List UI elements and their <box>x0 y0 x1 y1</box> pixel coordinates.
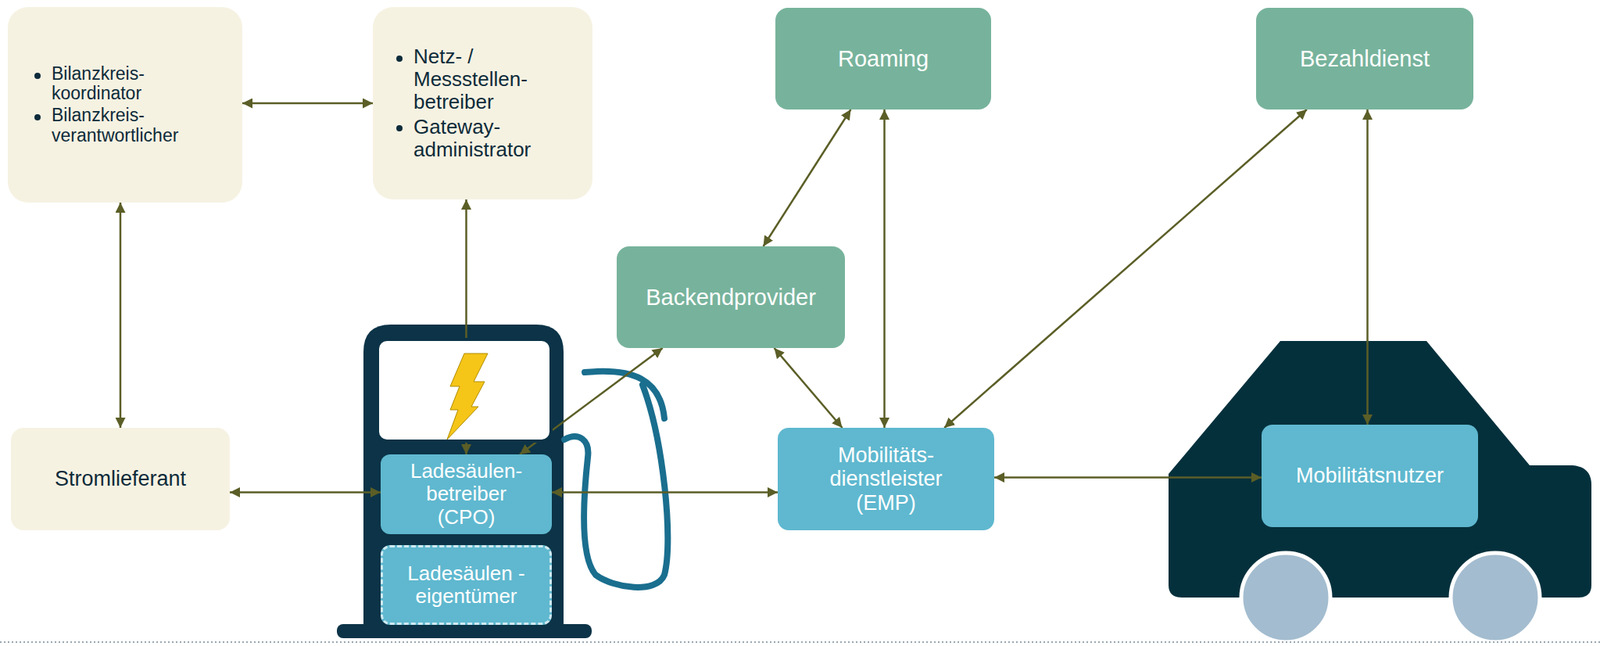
bullet-text: Bilanzkreis- koordinator <box>32 64 232 105</box>
lightning-bolt <box>447 353 488 440</box>
text-group: Netz- / Messstellen- betreiberGateway- a… <box>394 45 582 162</box>
car-body <box>1168 340 1592 598</box>
station-base <box>336 623 592 638</box>
node-label: Stromlieferant <box>54 466 187 491</box>
text-group: Mobilitätsnutzer <box>1295 463 1444 487</box>
service-box: Bezahldienst <box>1256 7 1474 110</box>
role-box: Stromlieferant <box>10 427 230 530</box>
role-box: Bilanzkreis- koordinatorBilanzkreis- ver… <box>7 7 243 203</box>
connector-arrow <box>229 490 381 494</box>
actor-box: Mobilitäts- dienstleister (EMP) <box>777 427 995 530</box>
role-box: Netz- / Messstellen- betreiberGateway- a… <box>372 7 593 200</box>
node-label: Mobilitätsnutzer <box>1295 463 1444 487</box>
connector-arrow <box>551 490 778 494</box>
text-group: Roaming <box>837 46 929 72</box>
connector-arrow <box>1366 109 1369 425</box>
station-body <box>363 324 564 634</box>
text-group: Stromlieferant <box>54 466 187 491</box>
text-group: Mobilitäts- dienstleister (EMP) <box>812 443 961 515</box>
connector-arrow <box>763 109 852 247</box>
node-label: Bezahldienst <box>1299 46 1430 72</box>
connector-arrow <box>773 347 842 428</box>
node-label: Ladesäulen -eigentümer <box>400 561 534 608</box>
connector-arrow <box>883 109 886 428</box>
bullet-text: Gateway- administrator <box>394 115 582 162</box>
connector-arrow <box>944 109 1307 428</box>
text-group: Ladesäulen -eigentümer <box>400 561 534 608</box>
text-group: Bezahldienst <box>1299 46 1430 72</box>
connector-arrow <box>119 202 122 428</box>
charging-cable <box>564 384 668 588</box>
text-group: Bilanzkreis- koordinatorBilanzkreis- ver… <box>32 64 232 147</box>
car-wheel <box>1450 552 1540 642</box>
actor-box: Mobilitätsnutzer <box>1261 424 1479 527</box>
connector-arrow <box>994 476 1262 479</box>
actor-box: Ladesäulen- betreiber (CPO) <box>380 454 552 534</box>
connector-arrow <box>242 102 373 105</box>
node-label: Mobilitäts- dienstleister (EMP) <box>812 443 961 515</box>
baseline-dotted <box>0 640 1600 643</box>
station-screen <box>377 339 552 441</box>
text-group: Ladesäulen- betreiber (CPO) <box>400 459 534 528</box>
service-box: Roaming <box>775 7 992 110</box>
node-label: Ladesäulen- betreiber (CPO) <box>400 459 534 528</box>
owner-box: Ladesäulen -eigentümer <box>380 544 552 625</box>
bullet-text: Netz- / Messstellen- betreiber <box>394 45 582 114</box>
node-label: Backendprovider <box>645 284 817 310</box>
service-box: Backendprovider <box>616 246 845 348</box>
bullet-text: Bilanzkreis- verantwortlicher <box>32 105 232 147</box>
text-group: Backendprovider <box>645 284 817 310</box>
node-label: Roaming <box>837 46 929 72</box>
car-wheel <box>1241 552 1331 642</box>
